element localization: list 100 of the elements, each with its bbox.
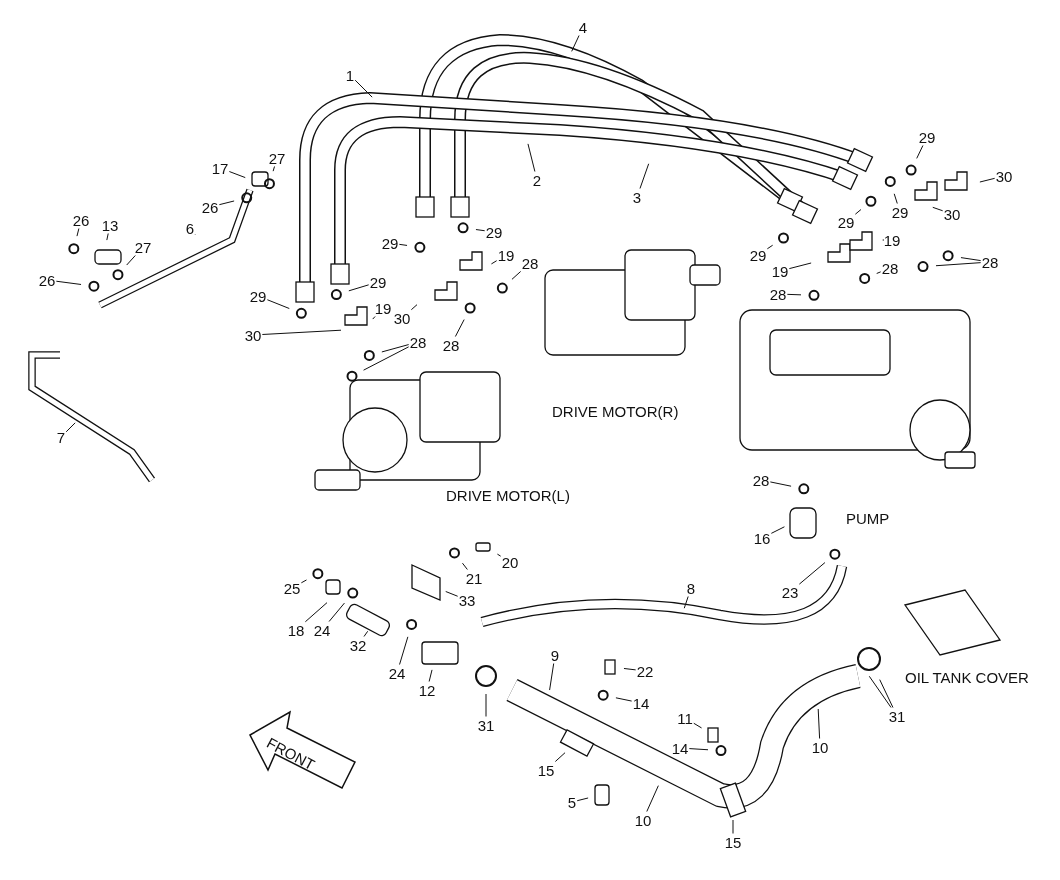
- leader-line: [218, 200, 235, 206]
- callout-number: 19: [770, 262, 790, 280]
- leader-line: [106, 233, 109, 241]
- leader-line: [55, 280, 82, 285]
- leader-line: [496, 553, 502, 557]
- callout-number: 28: [880, 259, 900, 277]
- leader-line: [454, 319, 465, 337]
- callout-number: 3: [631, 188, 643, 206]
- leader-line: [76, 228, 80, 237]
- leader-line: [979, 177, 996, 183]
- callout-number: 17: [210, 159, 230, 177]
- callout-number: 21: [464, 569, 484, 587]
- callout-number: 28: [520, 254, 540, 272]
- callout-number: 29: [368, 273, 388, 291]
- leader-line: [879, 679, 894, 708]
- leader-line: [126, 255, 136, 266]
- leader-line: [485, 693, 487, 717]
- leader-line: [576, 797, 589, 802]
- callout-number: 1: [344, 66, 356, 84]
- callout-number: 29: [748, 246, 768, 264]
- leader-line: [261, 329, 342, 335]
- callout-number: 20: [500, 553, 520, 571]
- callout-number: 16: [752, 529, 772, 547]
- leader-line: [445, 591, 459, 597]
- leader-line: [348, 284, 370, 292]
- leader-line: [300, 579, 307, 584]
- callout-number: 28: [441, 336, 461, 354]
- callout-number: 29: [380, 234, 400, 252]
- callout-number: 12: [417, 681, 437, 699]
- callout-number: 18: [286, 621, 306, 639]
- callout-number: 11: [676, 709, 694, 727]
- callout-number: 30: [243, 326, 263, 344]
- leader-line: [381, 344, 410, 353]
- leader-line: [882, 239, 885, 241]
- callout-number: 29: [917, 128, 937, 146]
- callout-number: 31: [887, 707, 907, 725]
- leader-line: [786, 293, 802, 296]
- callout-number: 24: [387, 664, 407, 682]
- leader-line: [732, 819, 734, 834]
- leader-line: [916, 145, 924, 159]
- callout-number: 30: [942, 205, 962, 223]
- callout-number: 27: [133, 238, 153, 256]
- leader-line: [490, 260, 498, 265]
- callout-number: 29: [248, 287, 268, 305]
- callout-number: 5: [566, 793, 578, 811]
- leader-line: [960, 257, 982, 262]
- callout-number: 9: [549, 646, 561, 664]
- callout-number: 33: [457, 591, 477, 609]
- part-label: DRIVE MOTOR(L): [446, 487, 570, 504]
- callout-number: 30: [994, 167, 1014, 185]
- leader-line: [304, 602, 328, 623]
- leader-line: [398, 243, 408, 246]
- leader-line: [554, 752, 566, 762]
- callout-number: 25: [282, 579, 302, 597]
- leader-line: [363, 346, 410, 371]
- leader-line: [475, 229, 486, 232]
- callout-number: 29: [890, 203, 910, 221]
- callout-number: 24: [312, 621, 332, 639]
- callout-number: 10: [633, 811, 653, 829]
- callout-number: 30: [392, 309, 412, 327]
- callout-number: 28: [980, 253, 1000, 271]
- callout-number: 10: [810, 738, 830, 756]
- callout-number: 19: [496, 246, 516, 264]
- leader-line: [623, 668, 637, 671]
- callout-number: 15: [723, 833, 743, 851]
- leader-line: [683, 596, 689, 609]
- leader-line: [868, 675, 892, 708]
- callout-number: 31: [476, 716, 496, 734]
- callout-number: 19: [373, 299, 393, 317]
- callout-number: 19: [882, 231, 902, 249]
- leader-line: [272, 166, 275, 172]
- leader-line: [615, 697, 633, 702]
- callout-number: 29: [484, 223, 504, 241]
- leader-line: [693, 722, 703, 729]
- callout-number: 27: [267, 149, 287, 167]
- leader-line: [893, 193, 898, 204]
- leader-line: [399, 636, 409, 665]
- leader-line: [363, 630, 369, 637]
- leader-line: [639, 163, 650, 189]
- callout-number: 7: [55, 428, 67, 446]
- leader-line: [228, 171, 246, 179]
- callout-number: 28: [768, 285, 788, 303]
- leader-line: [769, 481, 792, 487]
- leader-line: [788, 262, 812, 270]
- callout-number: 8: [685, 579, 697, 597]
- leader-line: [354, 79, 373, 98]
- part-label: DRIVE MOTOR(R): [552, 403, 679, 420]
- callout-number: 26: [37, 271, 57, 289]
- leader-line: [932, 206, 944, 212]
- part-label: PUMP: [846, 510, 890, 527]
- leader-line: [646, 785, 659, 812]
- part-label: OIL TANK COVER: [905, 669, 1029, 686]
- leader-line: [266, 299, 290, 309]
- callout-number: 29: [836, 213, 856, 231]
- callout-number: 28: [408, 333, 428, 351]
- callout-number: 14: [670, 739, 690, 757]
- leader-line: [549, 663, 555, 691]
- callout-number: 32: [348, 636, 368, 654]
- leader-line: [854, 209, 862, 215]
- leader-line: [410, 304, 418, 311]
